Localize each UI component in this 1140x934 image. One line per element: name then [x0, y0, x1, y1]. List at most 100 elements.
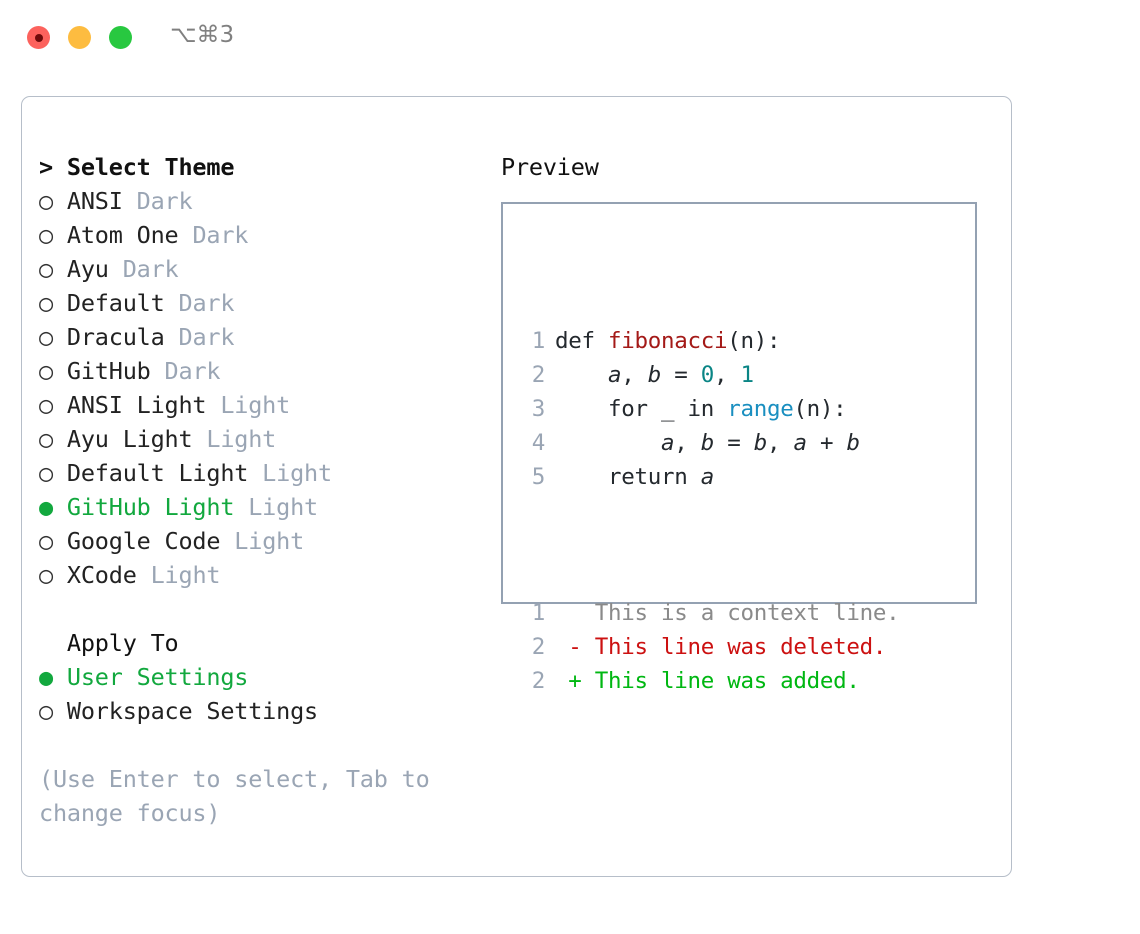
- code-token: a: [608, 362, 622, 388]
- title-bar: ⌥⌘3: [0, 0, 1140, 76]
- code-token: b: [700, 430, 715, 456]
- code-token: b: [846, 430, 860, 456]
- theme-name: ANSI: [52, 187, 123, 215]
- theme-kind-badge: Light: [136, 561, 221, 589]
- apply-to-item[interactable]: ○ Workspace Settings: [39, 694, 479, 728]
- window-controls: [27, 26, 132, 49]
- theme-kind-badge: Light: [206, 391, 291, 419]
- close-button[interactable]: [27, 26, 50, 49]
- radio-unselected-icon: ○: [39, 391, 53, 419]
- diff-line: 2 - This line was deleted.: [521, 630, 899, 664]
- radio-unselected-icon: ○: [39, 425, 53, 453]
- minimize-button[interactable]: [68, 26, 91, 49]
- diff-line: 1 This is a context line.: [521, 596, 900, 630]
- theme-list-item[interactable]: ● GitHub Light Light: [39, 490, 479, 524]
- line-number: 5: [531, 464, 546, 490]
- theme-name: Ayu: [52, 255, 109, 283]
- code-token: a: [793, 430, 807, 456]
- apply-to-item[interactable]: ● User Settings: [39, 660, 479, 694]
- theme-list-item[interactable]: ○ Google Code Light: [39, 524, 479, 558]
- theme-name: GitHub Light: [52, 493, 235, 521]
- code-token: b: [647, 362, 662, 388]
- theme-kind-badge: Dark: [108, 255, 179, 283]
- radio-unselected-icon: ○: [39, 187, 53, 215]
- theme-name: Default: [52, 289, 165, 317]
- code-line: 5 return a: [521, 460, 899, 494]
- code-token: 0: [700, 362, 715, 388]
- diff-text: This is a context line.: [555, 600, 900, 626]
- theme-name: Google Code: [52, 527, 221, 555]
- code-token: range: [727, 396, 794, 422]
- theme-list-item[interactable]: ○ Default Light Light: [39, 456, 479, 490]
- diff-preview: 1 This is a context line.2 - This line w…: [521, 596, 900, 698]
- theme-name: Atom One: [52, 221, 179, 249]
- theme-kind-badge: Light: [234, 493, 318, 521]
- radio-unselected-icon: ○: [39, 255, 53, 283]
- theme-name: XCode: [52, 561, 137, 589]
- radio-selected-icon: ●: [39, 493, 53, 521]
- theme-kind-badge: Dark: [122, 187, 193, 215]
- theme-name: Ayu Light: [52, 425, 193, 453]
- theme-name: Default Light: [52, 459, 249, 487]
- theme-list-item[interactable]: ○ Default Dark: [39, 286, 479, 320]
- line-number: 1: [531, 600, 546, 626]
- page-title: > Select Theme: [39, 153, 235, 181]
- theme-list-item[interactable]: ○ Atom One Dark: [39, 218, 479, 252]
- keyboard-shortcut-label: ⌥⌘3: [170, 22, 235, 48]
- zoom-button[interactable]: [109, 26, 132, 49]
- theme-name: GitHub: [52, 357, 151, 385]
- line-number: 4: [531, 430, 546, 456]
- theme-kind-badge: Dark: [164, 323, 235, 351]
- radio-unselected-icon: ○: [39, 561, 53, 589]
- line-number: 2: [531, 634, 546, 660]
- code-token: =: [661, 362, 701, 388]
- code-line: 4 a, b = b, a + b: [521, 426, 899, 460]
- theme-list-item[interactable]: ○ Dracula Dark: [39, 320, 479, 354]
- theme-list-item[interactable]: ○ GitHub Dark: [39, 354, 479, 388]
- theme-list-item[interactable]: ○ Ayu Dark: [39, 252, 479, 286]
- preview-title: Preview: [501, 153, 599, 181]
- theme-list-item[interactable]: ○ Ayu Light Light: [39, 422, 479, 456]
- code-token: +: [806, 430, 847, 456]
- radio-unselected-icon: ○: [39, 527, 53, 555]
- code-token: [555, 362, 608, 388]
- theme-list-item[interactable]: ○ ANSI Light Light: [39, 388, 479, 422]
- line-number: 2: [531, 362, 546, 388]
- apply-to-label: User Settings: [52, 663, 249, 691]
- line-number: 1: [531, 328, 546, 354]
- code-token: a: [660, 430, 675, 456]
- radio-unselected-icon: ○: [39, 357, 53, 385]
- diff-line: 2 + This line was added.: [521, 664, 899, 698]
- apply-to-title: Apply To: [39, 629, 179, 657]
- code-line: 2 a, b = 0, 1: [521, 358, 899, 392]
- radio-selected-icon: ●: [39, 663, 53, 691]
- code-token: def: [555, 328, 608, 354]
- code-token: 1: [740, 362, 755, 388]
- code-token: return: [555, 464, 701, 490]
- code-token: [555, 430, 661, 456]
- theme-kind-badge: Light: [192, 425, 277, 453]
- theme-list[interactable]: ○ ANSI Dark○ Atom One Dark○ Ayu Dark○ De…: [39, 184, 479, 592]
- radio-unselected-icon: ○: [39, 289, 53, 317]
- theme-kind-badge: Dark: [150, 357, 221, 385]
- code-token: ,: [714, 362, 741, 388]
- code-token: (n):: [793, 396, 847, 422]
- diff-text: + This line was added.: [555, 668, 860, 694]
- radio-unselected-icon: ○: [39, 323, 53, 351]
- theme-kind-badge: Light: [220, 527, 305, 555]
- radio-unselected-icon: ○: [39, 459, 53, 487]
- apply-to-list[interactable]: ● User Settings○ Workspace Settings: [39, 660, 479, 728]
- line-number: 3: [531, 396, 546, 422]
- content-panel: > Select Theme ○ ANSI Dark○ Atom One Dar…: [21, 96, 1012, 877]
- theme-list-item[interactable]: ○ XCode Light: [39, 558, 479, 592]
- theme-name: Dracula: [52, 323, 165, 351]
- theme-name: ANSI Light: [52, 391, 207, 419]
- theme-kind-badge: Dark: [178, 221, 249, 249]
- keyboard-hint: (Use Enter to select, Tab to change focu…: [39, 765, 444, 827]
- theme-list-item[interactable]: ○ ANSI Dark: [39, 184, 479, 218]
